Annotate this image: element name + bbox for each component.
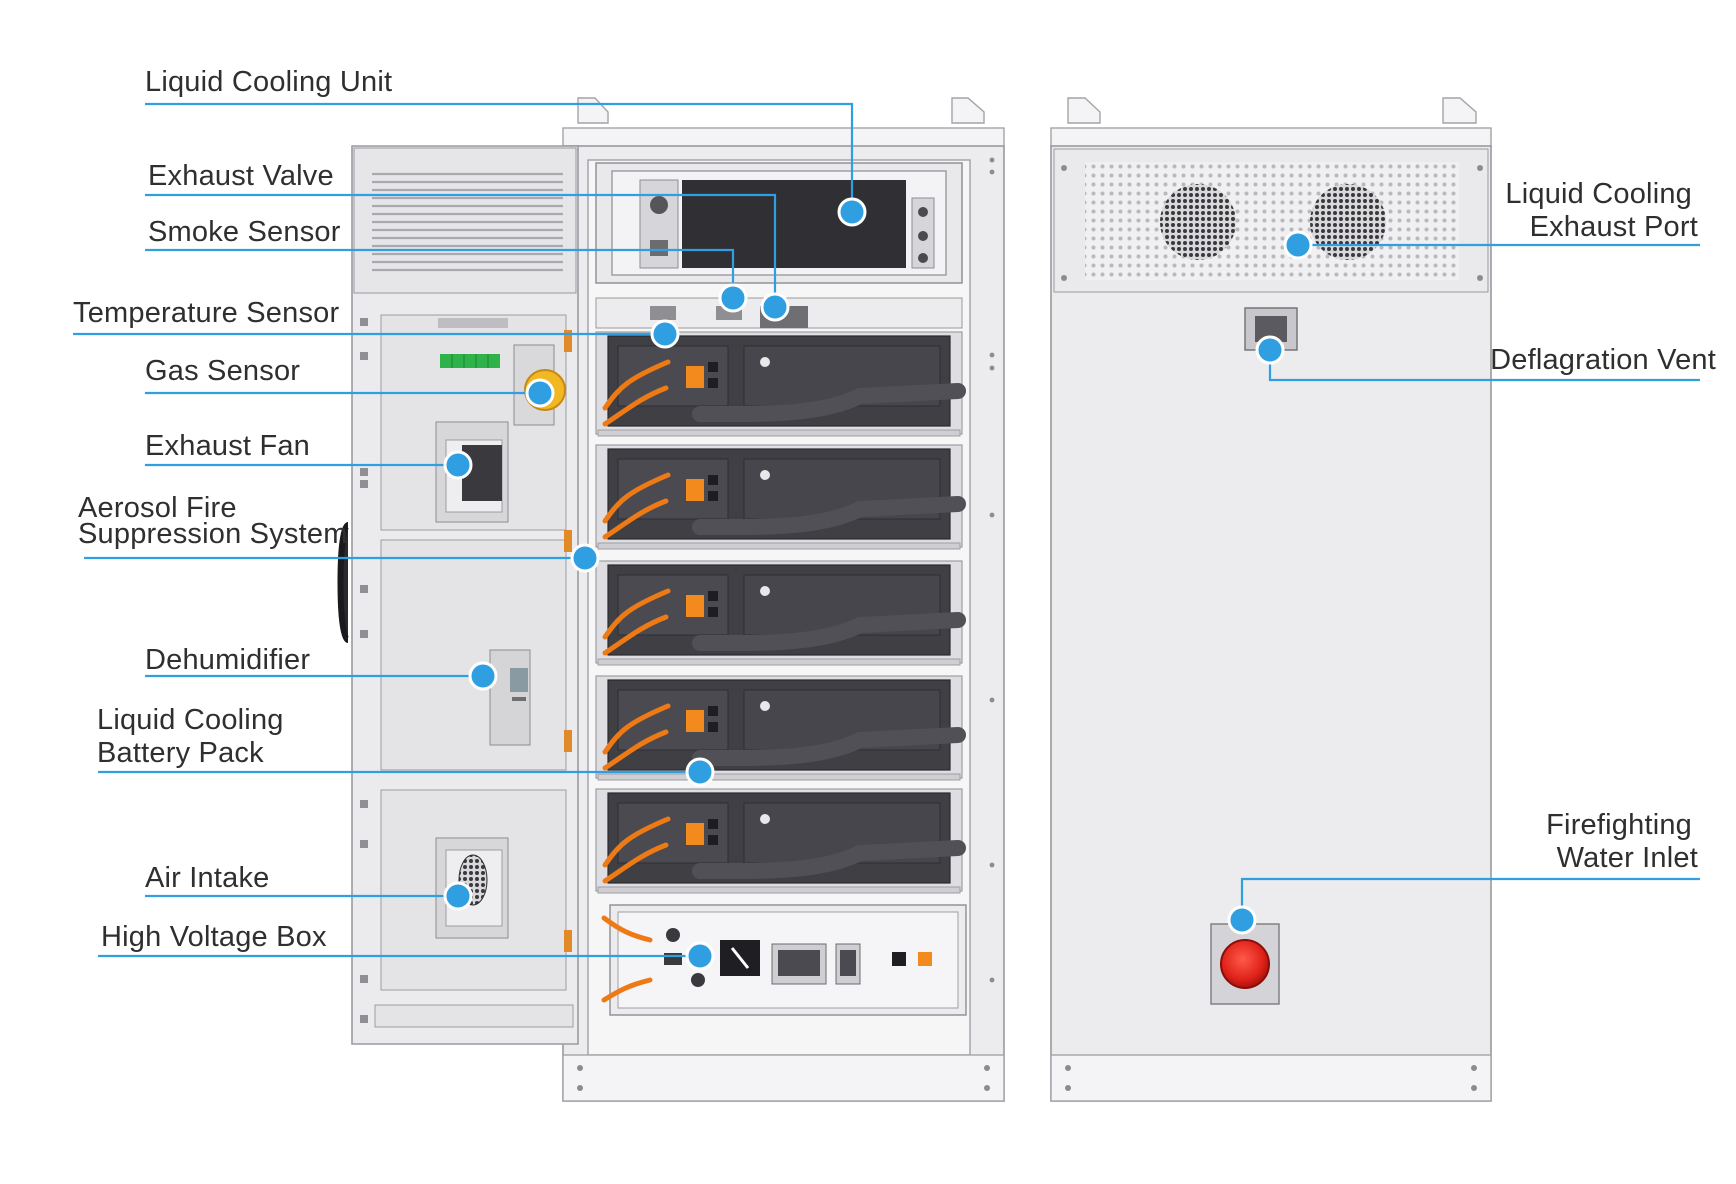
battery-pack-5 <box>595 788 966 894</box>
label-liquid-cooling-unit: Liquid Cooling Unit <box>145 66 392 98</box>
label-dehumidifier: Dehumidifier <box>145 644 310 676</box>
label-smoke-sensor: Smoke Sensor <box>148 216 341 248</box>
battery-pack-2 <box>595 444 966 550</box>
dot-aerosol-fire-suppression <box>570 543 600 573</box>
label-exhaust-port-line2: Exhaust Port <box>1530 211 1698 243</box>
dot-temperature-sensor <box>650 319 680 349</box>
high-voltage-box-graphic <box>601 904 967 1016</box>
dot-air-intake <box>443 881 473 911</box>
callout-labels: Liquid Cooling Unit Exhaust Valve Smoke … <box>73 66 1716 953</box>
dot-exhaust-port <box>1283 230 1313 260</box>
battery-packs <box>595 331 966 894</box>
battery-pack-1 <box>595 331 966 437</box>
front-cabinet <box>337 97 1005 1102</box>
dot-deflagration-vent <box>1255 335 1285 365</box>
battery-pack-4 <box>595 675 966 781</box>
label-temperature-sensor: Temperature Sensor <box>73 297 339 329</box>
liquid-cooling-unit-graphic <box>595 162 963 284</box>
label-aerosol-line1: Aerosol Fire <box>78 492 237 524</box>
label-exhaust-fan: Exhaust Fan <box>145 430 310 462</box>
label-high-voltage-box: High Voltage Box <box>101 921 327 953</box>
label-water-inlet-line1: Firefighting <box>1546 809 1692 841</box>
dot-exhaust-fan <box>443 450 473 480</box>
label-exhaust-port-line1: Liquid Cooling <box>1505 178 1692 210</box>
label-exhaust-valve: Exhaust Valve <box>148 160 334 192</box>
label-battery-pack-line2: Battery Pack <box>97 737 264 769</box>
label-battery-pack-line1: Liquid Cooling <box>97 704 284 736</box>
leader-lines <box>73 102 1700 958</box>
dot-battery-pack <box>685 757 715 787</box>
dot-exhaust-valve <box>760 292 790 322</box>
label-water-inlet-line2: Water Inlet <box>1557 842 1698 874</box>
label-aerosol-line2: Suppression System <box>78 518 348 550</box>
label-deflagration-vent: Deflagration Vent <box>1490 344 1716 376</box>
callout-dots <box>443 197 1313 971</box>
rear-cabinet <box>1050 97 1492 1102</box>
dot-water-inlet <box>1227 905 1257 935</box>
dot-high-voltage-box <box>685 941 715 971</box>
battery-pack-3 <box>595 560 966 666</box>
label-air-intake: Air Intake <box>145 862 270 894</box>
dot-gas-sensor <box>525 378 555 408</box>
dot-liquid-cooling-unit <box>837 197 867 227</box>
dot-smoke-sensor <box>718 283 748 313</box>
label-gas-sensor: Gas Sensor <box>145 355 300 387</box>
dot-dehumidifier <box>468 661 498 691</box>
